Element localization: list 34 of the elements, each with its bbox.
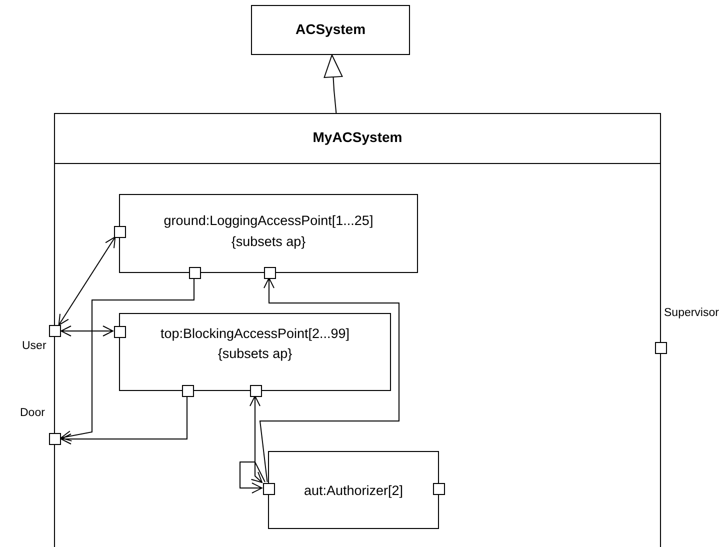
generalization-arrow (324, 54, 343, 114)
connector (259, 278, 400, 482)
connector (240, 462, 266, 494)
port-square (433, 483, 445, 495)
block-box (251, 5, 410, 55)
constraint-label: {subsets ap} (216, 345, 294, 362)
port-square (114, 226, 126, 238)
port-square (49, 433, 61, 445)
connector (60, 326, 114, 336)
block-name: ACSystem (294, 21, 367, 38)
constraint-label: {subsets ap} (230, 233, 307, 250)
part-name: ground:LoggingAccessPoint[1...25] (162, 212, 374, 229)
part-name: aut:Authorizer[2] (302, 482, 404, 499)
port-square (189, 267, 201, 279)
port-square (264, 267, 276, 279)
port-square (263, 483, 275, 495)
part-name: top:BlockingAccessPoint[2...99] (159, 325, 351, 342)
connector (250, 396, 262, 483)
block-name: MyACSystem (312, 129, 404, 146)
port-square (250, 385, 262, 397)
port-label: Door (20, 407, 45, 419)
connector (58, 236, 116, 326)
connector (60, 278, 194, 442)
part-box (119, 194, 418, 273)
port-label: User (22, 340, 46, 352)
block-box (54, 113, 661, 547)
part-box (119, 313, 391, 391)
port-square (114, 326, 126, 338)
connector (60, 396, 188, 444)
port-square (182, 385, 194, 397)
port-square (655, 342, 667, 354)
port-square (49, 325, 61, 337)
part-box (268, 451, 439, 529)
port-label: Supervisor (664, 307, 719, 319)
